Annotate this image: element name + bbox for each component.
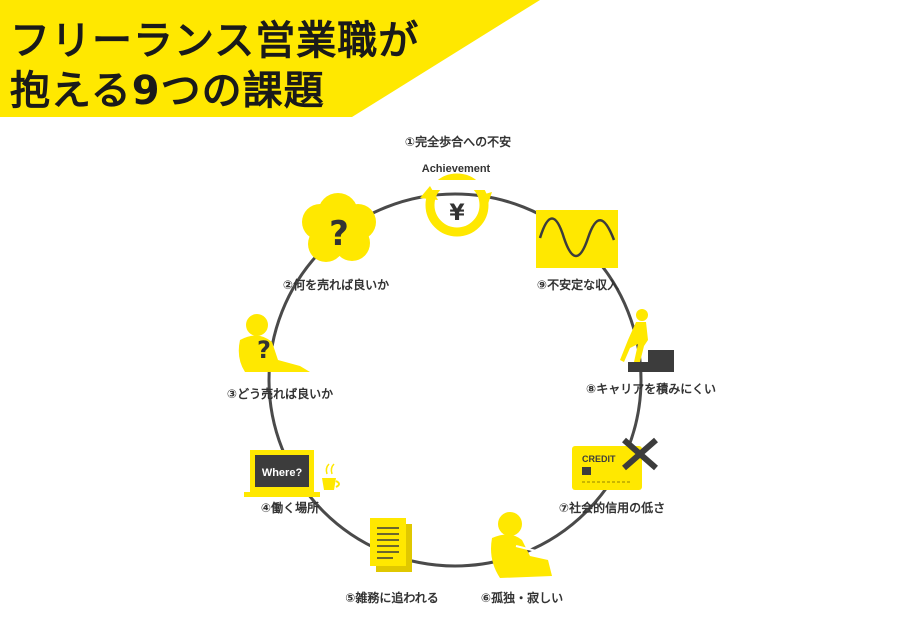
item-label-3: ③どう売れば良いか — [227, 386, 333, 401]
question-mark: ? — [329, 214, 349, 254]
question-cloud-icon: ? — [302, 193, 376, 262]
lonely-person-icon — [491, 512, 552, 578]
item-label-7: ⑦社会的信用の低さ — [559, 500, 665, 515]
cycle-ring — [267, 192, 643, 568]
achievement-text: Achievement — [422, 163, 491, 175]
yen-cycle-icon: Achievement ¥ — [420, 163, 492, 237]
item-label-8: ⑧キャリアを積みにくい — [586, 381, 716, 396]
page-title-line-1: フリーランス営業職が — [10, 18, 420, 64]
where-text: Where? — [262, 467, 303, 479]
wave-chart-icon — [536, 210, 618, 268]
credit-card-cross-icon: CREDIT — [572, 437, 658, 490]
item-label-4: ④働く場所 — [261, 500, 319, 515]
stairs-climber-icon — [612, 309, 674, 372]
documents-icon — [370, 518, 412, 572]
item-label-6: ⑥孤独・寂しい — [481, 590, 563, 605]
thinking-person-icon: ? — [238, 314, 310, 372]
laptop-coffee-icon: Where? — [244, 450, 340, 497]
credit-text: CREDIT — [582, 454, 616, 464]
item-label-1: ①完全歩合への不安 — [405, 134, 511, 149]
item-label-9: ⑨不安定な収入 — [537, 277, 619, 292]
item-label-2: ②何を売れば良いか — [283, 277, 389, 292]
yen-symbol: ¥ — [449, 201, 465, 226]
question-mark-2: ? — [257, 336, 271, 364]
item-label-5: ⑤雑務に追われる — [345, 590, 439, 605]
page-title-line-2: 抱える9つの課題 — [10, 68, 325, 114]
